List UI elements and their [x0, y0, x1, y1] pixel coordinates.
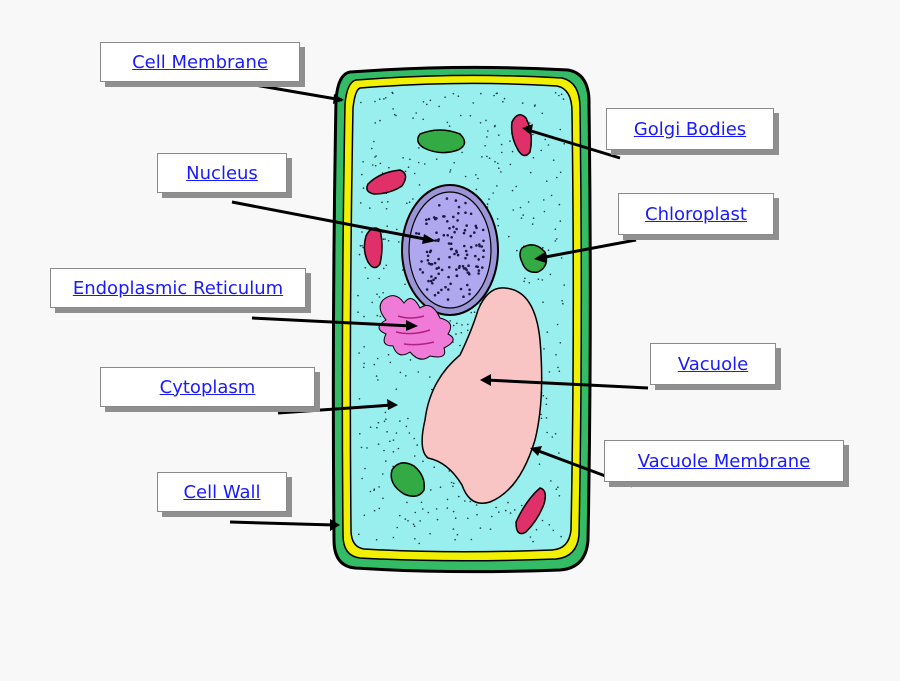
line-cell-wall: [230, 522, 334, 525]
label-cell-wall: Cell Wall: [157, 472, 287, 512]
label-chloroplast: Chloroplast: [618, 193, 774, 235]
label-nucleus: Nucleus: [157, 153, 287, 193]
label-golgi-bodies: Golgi Bodies: [606, 108, 774, 150]
label-vacuole: Vacuole: [650, 343, 776, 385]
chloroplast-1: [418, 130, 465, 153]
golgi-3: [364, 228, 382, 268]
label-vacuole-membrane: Vacuole Membrane: [604, 440, 844, 482]
label-endoplasmic-reticulum: Endoplasmic Reticulum: [50, 268, 306, 308]
label-cytoplasm: Cytoplasm: [100, 367, 315, 407]
line-cell-membrane: [255, 85, 342, 100]
label-cell-membrane: Cell Membrane: [100, 42, 300, 82]
nucleus: [409, 192, 491, 308]
